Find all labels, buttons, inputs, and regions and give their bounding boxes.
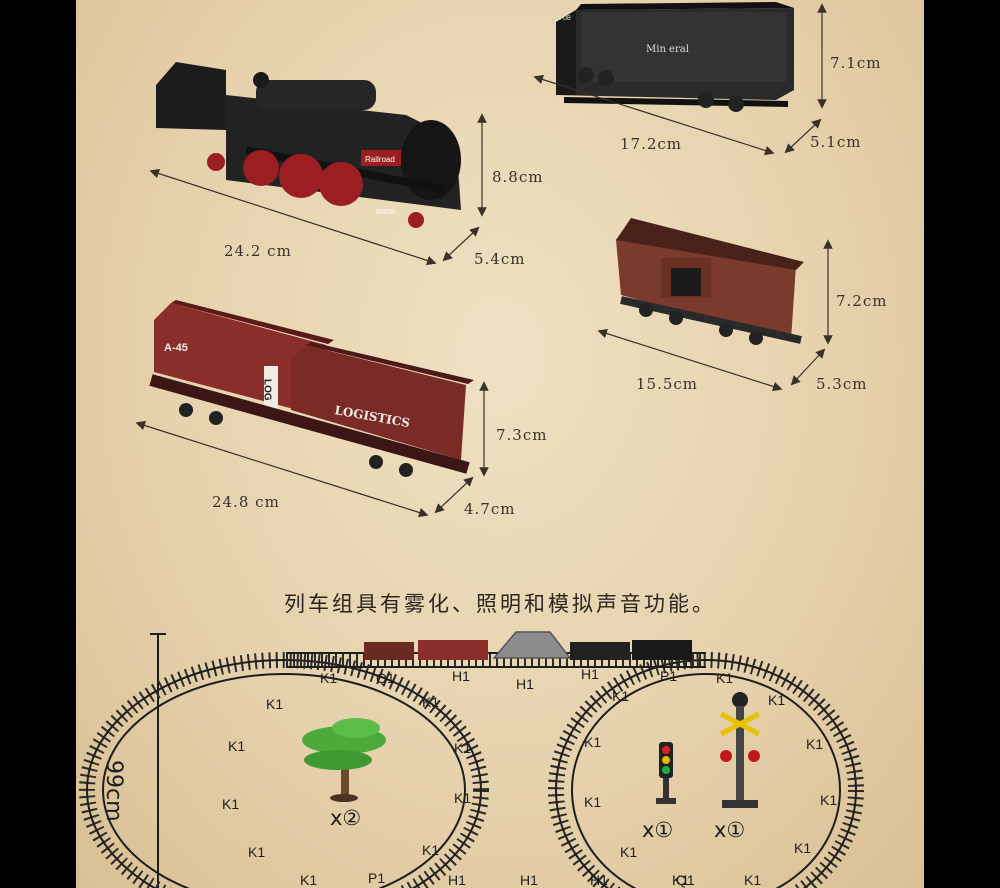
track-label: K1	[584, 794, 602, 810]
flatcar-length-label: 24.8 cm	[212, 493, 280, 511]
loco-plate: Railroad	[365, 155, 395, 164]
track-label: K1	[768, 692, 786, 708]
flatcar-width-label: 4.7cm	[464, 500, 516, 518]
tree-accessory	[302, 718, 386, 802]
track-label: K1	[222, 796, 240, 812]
size-bracket	[150, 633, 166, 888]
locomotive-length-label: 24.2 cm	[224, 242, 292, 260]
tender-width-label: 5.1cm	[810, 133, 862, 151]
track-label: K1	[422, 694, 440, 710]
track-label: K1	[820, 792, 838, 808]
illustration-layer: Min eral A-08 Railroad BW36	[79, 2, 864, 888]
track-label: K1	[620, 844, 638, 860]
caboose-height-label: 7.2cm	[836, 292, 888, 310]
train-on-track	[364, 631, 692, 660]
track-label: P1	[368, 870, 386, 886]
traffic-light-accessory	[656, 742, 676, 804]
track-label: K1	[794, 840, 812, 856]
track-label: H1	[452, 668, 470, 684]
track-label: P1	[660, 668, 678, 684]
container-left-code: A-45	[164, 342, 188, 354]
track-label: K1	[266, 696, 284, 712]
track-label: K1	[672, 872, 690, 888]
feature-caption: 列车组具有雾化、照明和模拟声音功能。	[284, 592, 716, 616]
track-label: Q1	[676, 872, 695, 888]
steam-locomotive	[156, 62, 461, 228]
tender-marking: Min eral	[646, 44, 689, 55]
loco-front-number: BW36	[376, 209, 395, 216]
product-panel: Min eral A-08 Railroad BW36	[76, 0, 924, 888]
track-label: H1	[520, 872, 538, 888]
locomotive-height-label: 8.8cm	[492, 168, 544, 186]
tender-height-label: 7.1cm	[830, 54, 882, 72]
track-label: K1	[744, 872, 762, 888]
track-label: K1	[454, 790, 472, 806]
crossing-signal-quantity: x①	[714, 818, 746, 842]
track-label: K1	[320, 670, 338, 686]
locomotive-width-label: 5.4cm	[474, 250, 526, 268]
tree-quantity: x②	[330, 806, 362, 830]
track-label: H1	[448, 872, 466, 888]
traffic-light-quantity: x①	[642, 818, 674, 842]
track-label: K1	[422, 842, 440, 858]
track-label: Q1	[376, 670, 395, 686]
track-label: K1	[612, 688, 630, 704]
layout-size-label: 99cm	[101, 760, 126, 822]
track-label: K1	[584, 734, 602, 750]
track-label: K1	[300, 872, 318, 888]
caboose-length-label: 15.5cm	[636, 375, 699, 393]
container-left-vertical: LOG	[262, 379, 273, 401]
track-label: K1	[806, 736, 824, 752]
crossing-signal-accessory	[719, 692, 761, 808]
container-flatcar	[149, 300, 474, 477]
track-label: H1	[581, 666, 599, 682]
track-label: K1	[248, 844, 266, 860]
tender-length-label: 17.2cm	[620, 135, 683, 153]
track-label: K1	[454, 740, 472, 756]
flatcar-height-label: 7.3cm	[496, 426, 548, 444]
dimension-arrows	[135, 3, 833, 518]
track-label: K1	[716, 670, 734, 686]
caboose-width-label: 5.3cm	[816, 375, 868, 393]
track-label: H1	[590, 872, 608, 888]
tender-code: A-08	[556, 15, 571, 22]
track-label: K1	[228, 738, 246, 754]
track-label: H1	[516, 676, 534, 692]
caboose-car	[616, 218, 804, 345]
